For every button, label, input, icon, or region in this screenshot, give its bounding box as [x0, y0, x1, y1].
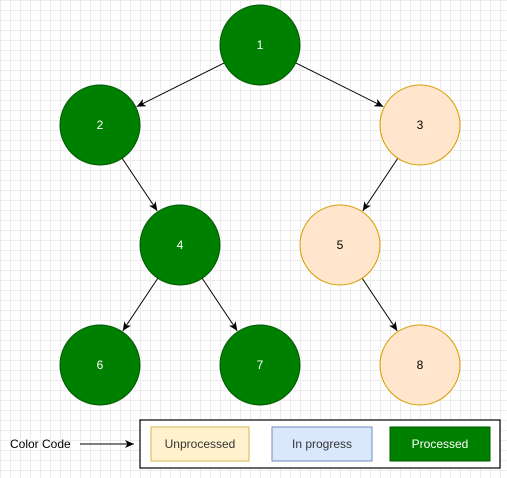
legend-label-unprocessed: Unprocessed	[165, 437, 236, 451]
node-1: 1	[219, 4, 301, 86]
node-label-7: 7	[257, 358, 264, 372]
node-2: 2	[59, 84, 141, 166]
node-circle-4	[139, 204, 221, 286]
edge-4-6	[122, 278, 159, 332]
nodes-layer: 1 2 3 4 5 6 7 8	[59, 4, 461, 406]
node-3: 3	[379, 84, 461, 166]
node-5: 5	[299, 204, 381, 286]
node-label-5: 5	[337, 238, 344, 252]
legend-label-processed: Processed	[412, 437, 469, 451]
node-4: 4	[139, 204, 221, 286]
node-7: 7	[219, 324, 301, 406]
node-label-3: 3	[417, 118, 424, 132]
edge-5-8	[361, 278, 398, 332]
node-circle-6	[59, 324, 141, 406]
edge-1-3	[295, 62, 384, 108]
node-circle-8	[379, 324, 461, 406]
legend-swatch-unprocessed	[150, 426, 250, 462]
edge-4-7	[201, 278, 238, 332]
node-label-6: 6	[97, 358, 104, 372]
edge-3-5	[362, 158, 399, 212]
node-circle-3	[379, 84, 461, 166]
node-circle-5	[299, 204, 381, 286]
node-circle-2	[59, 84, 141, 166]
node-label-8: 8	[417, 358, 424, 372]
legend-label-in-progress: In progress	[292, 437, 352, 451]
node-circle-1	[219, 4, 301, 86]
node-label-2: 2	[97, 118, 104, 132]
edge-1-2	[136, 62, 225, 108]
legend-swatch-processed	[389, 426, 491, 462]
edge-2-4	[121, 158, 158, 212]
node-6: 6	[59, 324, 141, 406]
edges-layer	[121, 62, 399, 332]
legend-swatch-in-progress	[271, 426, 373, 462]
node-circle-7	[219, 324, 301, 406]
legend: Color Code Unprocessed In progress Proce…	[10, 419, 501, 469]
node-8: 8	[379, 324, 461, 406]
legend-caption: Color Code	[10, 437, 71, 451]
node-label-4: 4	[177, 238, 184, 252]
node-label-1: 1	[257, 38, 264, 52]
